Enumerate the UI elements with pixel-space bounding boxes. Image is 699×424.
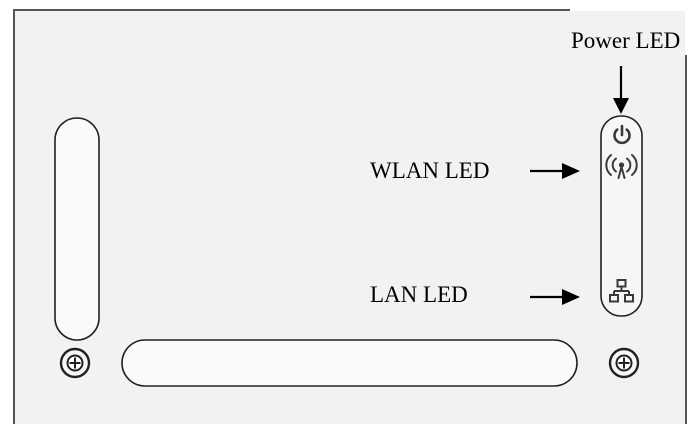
power-led-label: Power LED [571,29,680,52]
left-vertical-slot [55,118,99,340]
right-screw [610,349,638,377]
bottom-horizontal-slot [122,340,577,386]
left-screw [61,349,89,377]
lan-led-label: LAN LED [370,283,468,306]
wlan-led-label: WLAN LED [370,159,489,182]
